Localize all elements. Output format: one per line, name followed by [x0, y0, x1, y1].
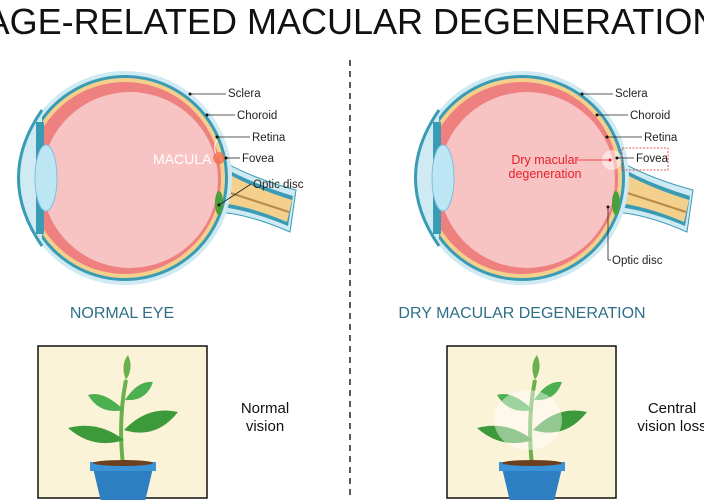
- normal-vision-line2: vision: [246, 418, 284, 435]
- vision-loss-line2: vision loss: [637, 418, 704, 435]
- macula-label: MACULA: [153, 151, 212, 167]
- fovea-highlight-box: [621, 147, 669, 171]
- optic-disc-label: Optic disc: [253, 179, 304, 191]
- page-title: AGE-RELATED MACULAR DEGENERATION: [0, 1, 704, 42]
- normal-vision-line1: Normal: [241, 400, 289, 417]
- choroid-label: Choroid: [237, 110, 277, 122]
- fovea-label: Fovea: [636, 153, 669, 165]
- dry-amd-label-line1: Dry macular: [511, 153, 578, 167]
- optic-disc-label: Optic disc: [612, 255, 663, 267]
- blur-spot: [494, 390, 562, 450]
- sclera-label: Sclera: [615, 88, 648, 100]
- retina-label: Retina: [252, 132, 286, 144]
- normal-eye-illustration: [16, 69, 298, 287]
- vision-loss-line1: Central: [648, 400, 696, 417]
- dry-amd-label-line2: degeneration: [509, 167, 582, 181]
- dry-amd-caption: DRY MACULAR DEGENERATION: [398, 305, 645, 322]
- normal-eye-caption: NORMAL EYE: [70, 305, 174, 322]
- fovea-label: Fovea: [242, 153, 275, 165]
- retina-label: Retina: [644, 132, 678, 144]
- sclera-label: Sclera: [228, 88, 261, 100]
- choroid-label: Choroid: [630, 110, 670, 122]
